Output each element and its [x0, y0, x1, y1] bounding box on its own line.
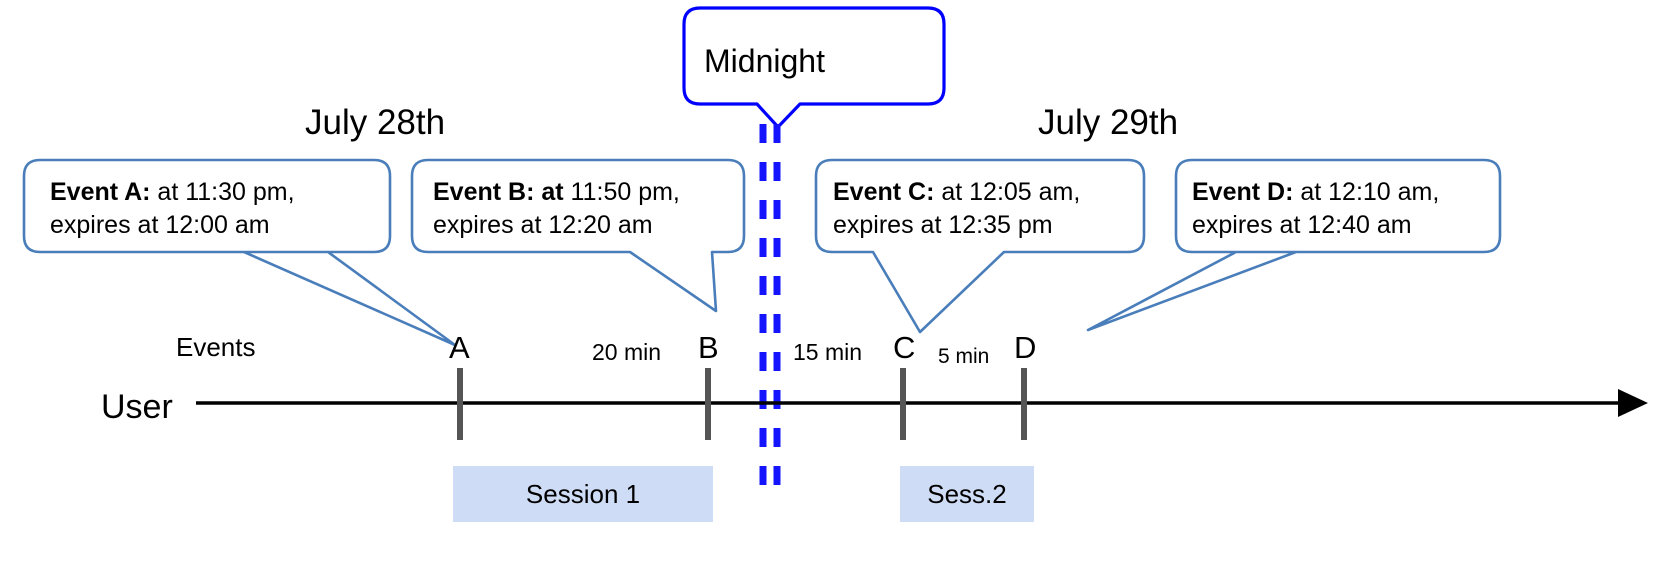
- tick-label-d: D: [1014, 330, 1037, 365]
- event-c-line1: Event C: at 12:05 am,: [833, 176, 1080, 209]
- axis-row-label-user: User: [101, 388, 173, 426]
- event-a-line2: expires at 12:00 am: [50, 211, 270, 239]
- tick-label-c: C: [893, 330, 916, 365]
- gap-label-bc: 15 min: [793, 339, 863, 365]
- event-c-line2: expires at 12:35 pm: [833, 211, 1053, 239]
- event-b-rest: 11:50 pm,: [563, 178, 680, 206]
- event-a-callout-text: Event A: at 11:30 pm, expires at 12:00 a…: [50, 176, 295, 242]
- event-c-bold: Event C:: [833, 178, 935, 206]
- event-d-callout-shape: [1086, 158, 1502, 332]
- event-a-callout-shape: [22, 158, 457, 347]
- midnight-callout-shape: [682, 6, 946, 129]
- event-c-callout-shape: [814, 158, 1146, 334]
- event-b-bold: Event B: at: [433, 178, 564, 206]
- event-a-line1: Event A: at 11:30 pm,: [50, 176, 295, 209]
- event-c-rest: at 12:05 am,: [934, 178, 1081, 206]
- event-d-bold: Event D:: [1192, 178, 1294, 206]
- axis-row-label-events: Events: [176, 332, 256, 362]
- event-a-rest: at 11:30 pm,: [150, 178, 295, 206]
- date-label-right: July 29th: [1038, 103, 1179, 142]
- event-d-line2: expires at 12:40 am: [1192, 211, 1412, 239]
- gap-label-ab: 20 min: [592, 339, 662, 365]
- event-d-line1: Event D: at 12:10 am,: [1192, 176, 1439, 209]
- tick-label-a: A: [449, 330, 470, 365]
- gap-label-cd: 5 min: [938, 345, 990, 368]
- event-c-callout-text: Event C: at 12:05 am, expires at 12:35 p…: [833, 176, 1080, 242]
- event-b-line1: Event B: at 11:50 pm,: [433, 176, 680, 209]
- session-block-2: Sess.2: [900, 466, 1034, 522]
- event-b-line2: expires at 12:20 am: [433, 211, 653, 239]
- session-2-label: Sess.2: [927, 478, 1007, 509]
- date-label-left: July 28th: [305, 103, 446, 142]
- session-block-1: Session 1: [453, 466, 713, 522]
- tick-label-b: B: [698, 330, 719, 365]
- timeline-arrowhead: [1618, 389, 1648, 417]
- event-d-rest: at 12:10 am,: [1293, 178, 1440, 206]
- event-a-bold: Event A:: [50, 178, 151, 206]
- midnight-label: Midnight: [704, 43, 825, 79]
- event-b-callout-text: Event B: at 11:50 pm, expires at 12:20 a…: [433, 176, 680, 242]
- session-1-label: Session 1: [525, 478, 641, 509]
- event-d-callout-text: Event D: at 12:10 am, expires at 12:40 a…: [1192, 176, 1439, 242]
- event-b-callout-shape: [410, 158, 746, 313]
